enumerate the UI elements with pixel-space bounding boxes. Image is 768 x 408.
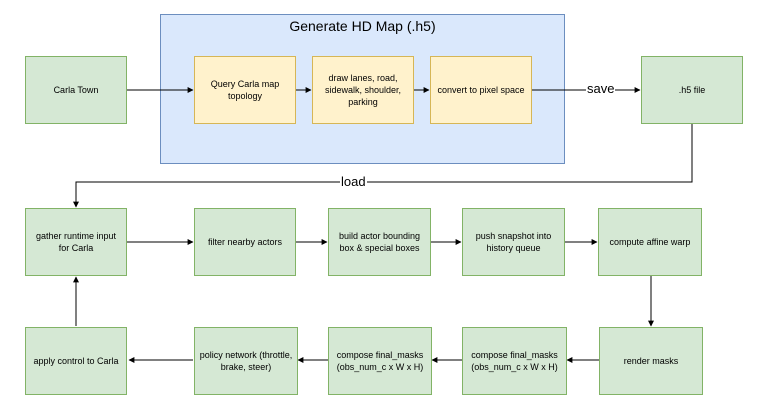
save-label: save xyxy=(586,81,616,96)
node-gather-input: gather runtime input for Carla xyxy=(25,208,127,276)
node-affine-warp: compute affine warp xyxy=(598,208,702,276)
node-policy-network: policy network (throttle, brake, steer) xyxy=(194,327,298,395)
node-query-topology: Query Carla map topology xyxy=(194,56,296,124)
node-filter-actors: filter nearby actors xyxy=(194,208,296,276)
node-convert-pixel: convert to pixel space xyxy=(430,56,532,124)
node-build-boxes: build actor bounding box & special boxes xyxy=(328,208,431,276)
edge-h5-to-gather xyxy=(73,124,693,208)
group-title: Generate HD Map (.h5) xyxy=(289,18,436,34)
node-render-masks: render masks xyxy=(599,327,703,395)
node-compose-masks-2: compose final_masks (obs_num_c x W x H) xyxy=(462,327,567,395)
node-apply-control: apply control to Carla xyxy=(25,327,127,395)
node-compose-masks-1: compose final_masks (obs_num_c x W x H) xyxy=(328,327,432,395)
node-push-snapshot: push snapshot into history queue xyxy=(462,208,565,276)
node-draw-lanes: draw lanes, road, sidewalk, shoulder, pa… xyxy=(312,56,414,124)
node-carla-town: Carla Town xyxy=(25,56,127,124)
load-label: load xyxy=(340,174,367,189)
node-h5-file: .h5 file xyxy=(641,56,743,124)
